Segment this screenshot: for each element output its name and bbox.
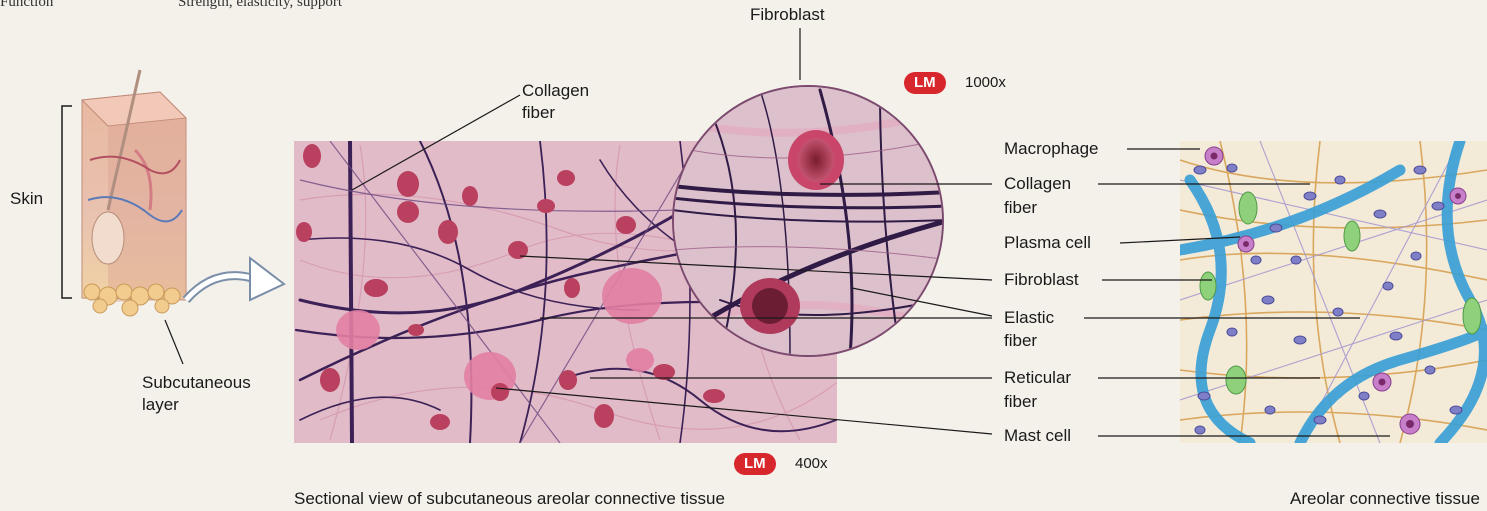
illustration-caption: Areolar connective tissue xyxy=(1290,488,1480,510)
macrophage-label: Macrophage xyxy=(1004,138,1099,160)
skin-label: Skin xyxy=(10,188,43,210)
lm-badge-main: LM xyxy=(734,453,776,475)
subcutaneous-leader-line xyxy=(165,320,183,364)
mast-cell-label: Mast cell xyxy=(1004,425,1071,447)
collagen-label-right-line1: Collagen xyxy=(1004,173,1071,195)
plasma-cell-label: Plasma cell xyxy=(1004,232,1091,254)
subcutaneous-label-line2: layer xyxy=(142,394,179,416)
magnification-inset: 1000x xyxy=(965,72,1006,94)
skin-bracket xyxy=(62,106,72,298)
collagen-label-left-line1: Collagen xyxy=(522,80,589,102)
fibroblast-label-right: Fibroblast xyxy=(1004,269,1079,291)
skin-block-illustration xyxy=(82,70,186,316)
arrow-head xyxy=(250,258,284,300)
subcutaneous-label-line1: Subcutaneous xyxy=(142,372,251,394)
collagen-label-right-line2: fiber xyxy=(1004,197,1037,219)
magnification-main: 400x xyxy=(795,453,828,475)
fibroblast-top-label: Fibroblast xyxy=(750,4,825,26)
areolar-illustration xyxy=(1180,141,1487,443)
reticular-label-line2: fiber xyxy=(1004,391,1037,413)
lm-badge-inset: LM xyxy=(904,72,946,94)
elastic-label-line2: fiber xyxy=(1004,330,1037,352)
reticular-label-line1: Reticular xyxy=(1004,367,1071,389)
collagen-label-left-line2: fiber xyxy=(522,102,555,124)
elastic-label-line1: Elastic xyxy=(1004,307,1054,329)
micrograph-caption: Sectional view of subcutaneous areolar c… xyxy=(294,488,725,510)
